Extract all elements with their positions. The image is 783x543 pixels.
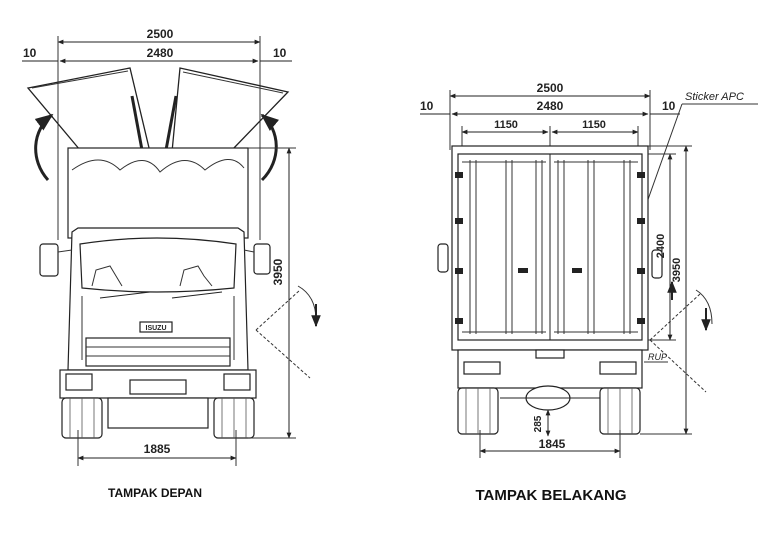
rear-sticker-label: Sticker APC bbox=[685, 91, 744, 103]
front-door-swing-1 bbox=[255, 289, 301, 331]
front-mirror-arm-right bbox=[243, 249, 255, 253]
front-under-bumper bbox=[107, 397, 209, 429]
front-headlamp-right bbox=[223, 373, 251, 391]
front-width-total: 2500 bbox=[147, 27, 174, 41]
front-seat-left bbox=[91, 265, 123, 287]
rear-track: 1845 bbox=[539, 437, 566, 451]
front-track: 1885 bbox=[144, 442, 171, 456]
rear-door-swing-1 bbox=[649, 293, 701, 341]
front-mirror-arm-left bbox=[57, 249, 73, 253]
rear-side-right: 10 bbox=[662, 99, 676, 113]
rear-box-height: 2400 bbox=[655, 234, 667, 258]
front-door-swing-2 bbox=[255, 329, 311, 379]
rear-width-inner: 2480 bbox=[537, 99, 564, 113]
rear-rup-label: RUP bbox=[648, 352, 667, 362]
front-brand-badge: ISUZU bbox=[146, 325, 167, 332]
rear-handle-right bbox=[651, 249, 663, 279]
front-roof-panel-left bbox=[26, 67, 151, 153]
rear-door-swing-2 bbox=[649, 339, 707, 393]
front-cargo-box bbox=[67, 147, 249, 239]
front-caption: TAMPAK DEPAN bbox=[108, 486, 202, 500]
front-license-plate bbox=[129, 379, 187, 395]
rear-door-right: 1150 bbox=[582, 119, 606, 131]
front-tarp-folds bbox=[71, 159, 245, 173]
front-wiper-right bbox=[171, 291, 223, 299]
rear-door-swing-arc bbox=[695, 289, 713, 325]
rear-lamp-right bbox=[599, 361, 637, 375]
rear-lamp-left bbox=[463, 361, 501, 375]
front-strut-left bbox=[130, 95, 144, 151]
rear-door-left: 1150 bbox=[494, 119, 518, 131]
rear-badge bbox=[535, 349, 565, 359]
front-seat-right bbox=[179, 265, 213, 287]
rear-caption: TAMPAK BELAKANG bbox=[475, 487, 626, 504]
front-strut-right bbox=[164, 95, 178, 151]
front-mirror-left bbox=[39, 243, 59, 277]
front-headlamp-left bbox=[65, 373, 93, 391]
front-roof-panel-right bbox=[171, 67, 290, 153]
rear-door-right-panel bbox=[554, 160, 638, 334]
front-wiper-left bbox=[99, 291, 151, 299]
rear-side-left: 10 bbox=[420, 99, 434, 113]
front-height: 3950 bbox=[271, 258, 285, 285]
rear-door-left-panel bbox=[462, 160, 546, 334]
front-badge-box bbox=[139, 321, 173, 333]
front-roof-panel-left-inner bbox=[31, 70, 129, 89]
front-side-right: 10 bbox=[273, 46, 287, 60]
rear-width-total: 2500 bbox=[537, 81, 564, 95]
front-door-swing-arc bbox=[297, 285, 317, 321]
front-grille bbox=[85, 337, 231, 367]
front-side-left: 10 bbox=[23, 46, 37, 60]
rear-height: 3950 bbox=[671, 258, 683, 282]
front-width-inner: 2480 bbox=[147, 46, 174, 60]
rear-ground-clearance: 285 bbox=[533, 415, 544, 432]
front-mirror-right bbox=[253, 243, 271, 275]
front-roof-panel-right-inner bbox=[182, 71, 284, 94]
rear-hinges bbox=[455, 172, 645, 324]
rear-handle-left bbox=[437, 243, 449, 273]
front-rotate-arrow-right bbox=[260, 113, 280, 182]
rear-view: 2500 2480 10 10 1150 1150 Sticker APC bbox=[420, 81, 758, 504]
front-windshield bbox=[79, 237, 237, 293]
front-rotate-arrow-left bbox=[34, 113, 54, 182]
front-view: 2500 2480 10 10 bbox=[22, 27, 321, 500]
